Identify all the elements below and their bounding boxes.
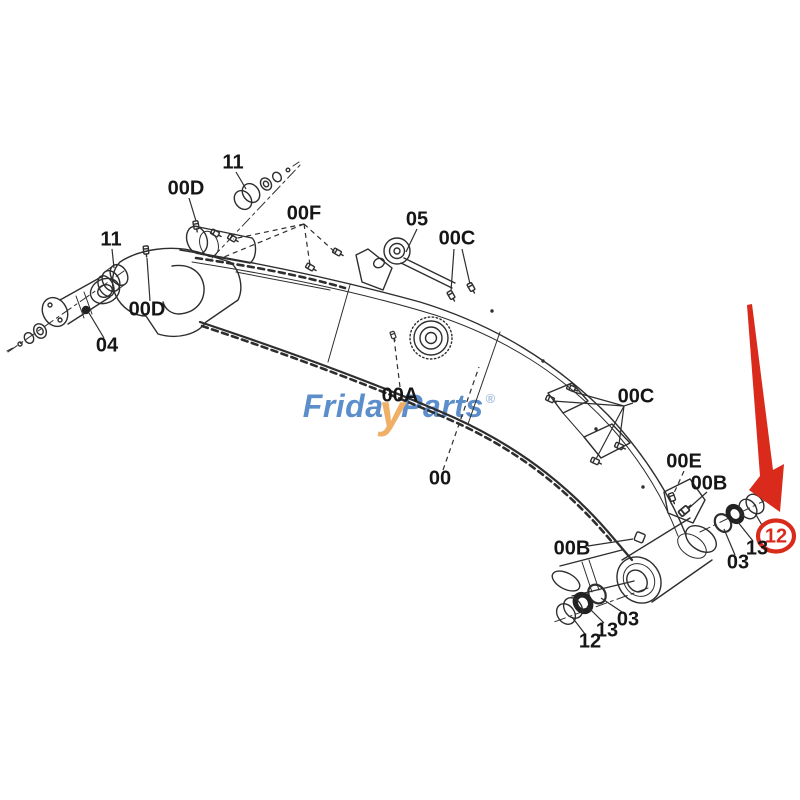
part-label-12-right: 12 xyxy=(764,525,788,548)
pivot-boss xyxy=(409,316,453,360)
logo-text-y-swoosh: y xyxy=(379,385,406,437)
part-label-00b-right: 00B xyxy=(690,472,728,495)
part-label-11-left: 11 xyxy=(100,228,122,251)
boom-cross-tube xyxy=(185,225,257,264)
logo-text-parts: Parts xyxy=(401,388,484,424)
boom-body xyxy=(179,249,687,562)
part-label-04: 04 xyxy=(95,334,119,357)
logo-registered-mark-icon: ® xyxy=(485,391,496,406)
part-label-00e: 00E xyxy=(666,450,702,473)
ring-set-right xyxy=(699,493,765,533)
clamp-plates xyxy=(547,382,631,459)
clip-04 xyxy=(81,305,91,315)
part-label-12-bottom: 12 xyxy=(578,630,602,653)
part-label-03-right: 03 xyxy=(726,551,750,574)
highlight-annotation xyxy=(747,304,797,554)
pulley-assembly-05 xyxy=(355,237,456,291)
fastener-chain-top xyxy=(211,161,303,259)
part-label-00a: 00A xyxy=(381,384,419,407)
boom-tip-clevis xyxy=(89,247,331,338)
part-label-00d-top: 00D xyxy=(167,177,205,200)
logo-text-frida: Frida xyxy=(302,388,384,424)
leader-lines xyxy=(88,171,764,635)
part-label-13-right: 13 xyxy=(745,537,769,560)
part-label-11-top: 11 xyxy=(222,151,244,174)
bushing-12-right xyxy=(738,493,765,520)
part-label-00: 00 xyxy=(428,467,452,490)
part-label-00c-top: 00C xyxy=(438,227,476,250)
part-label-00f: 00F xyxy=(286,202,322,225)
part-label-00b-left: 00B xyxy=(553,537,591,560)
part-label-00d-left: 00D xyxy=(128,298,166,321)
highlight-circle-icon xyxy=(755,518,797,554)
seal-13-bottom xyxy=(572,591,594,615)
part-label-00c-right: 00C xyxy=(617,385,655,408)
part-label-05: 05 xyxy=(405,208,429,231)
part-label-13-bottom: 13 xyxy=(595,619,619,642)
bushing-12-bottom xyxy=(555,597,584,625)
bushing-11-left xyxy=(101,263,129,293)
ring-set-bottom xyxy=(553,583,649,625)
pin-assembly-left xyxy=(6,270,125,353)
part-label-03-bottom: 03 xyxy=(616,608,640,631)
highlight-arrow-icon xyxy=(747,304,784,512)
watermark-logo: Frida y Parts ® xyxy=(302,374,496,437)
